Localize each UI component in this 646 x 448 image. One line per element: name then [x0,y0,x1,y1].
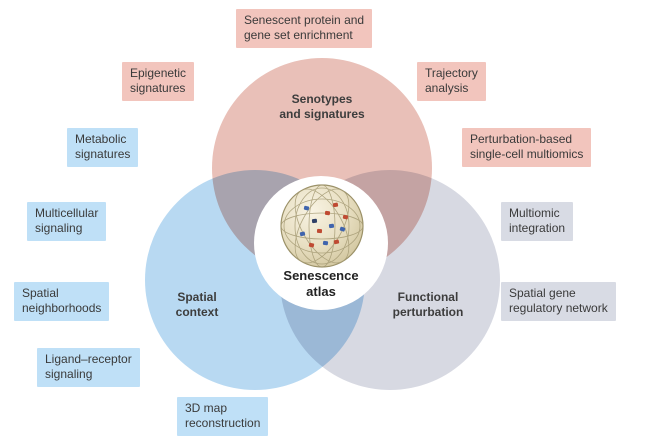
label-box-ligand-receptor-signaling: Ligand–receptor signaling [37,348,140,387]
label-box-spatial-neighborhoods: Spatial neighborhoods [14,282,110,321]
label-box-multiomic-integration: Multiomic integration [501,202,574,241]
sphere-marker-cells [299,202,349,248]
senescent-cell-sphere-icon [280,184,364,268]
label-box-3d-map-reconstruction: 3D map reconstruction [177,397,269,436]
venn-label-senescence-atlas: Senescence atlas [283,268,359,299]
label-box-epigenetic-signatures: Epigenetic signatures [122,62,195,101]
label-box-multicellular-signaling: Multicellular signaling [27,202,107,241]
label-box-perturbation-based-single-cell-multiomics: Perturbation-based single-cell multiomic… [462,128,592,167]
venn-label-spatial-context: Spatial context [175,290,219,319]
label-box-trajectory-analysis: Trajectory analysis [417,62,486,101]
label-box-senescent-protein-gene-set-enrichment: Senescent protein and gene set enrichmen… [236,9,373,48]
label-box-spatial-gene-regulatory-network: Spatial gene regulatory network [501,282,616,321]
label-box-metabolic-signatures: Metabolic signatures [67,128,139,167]
venn-label-senotypes-and-signatures: Senotypes and signatures [279,92,365,121]
venn-label-functional-perturbation: Functional perturbation [392,290,464,319]
